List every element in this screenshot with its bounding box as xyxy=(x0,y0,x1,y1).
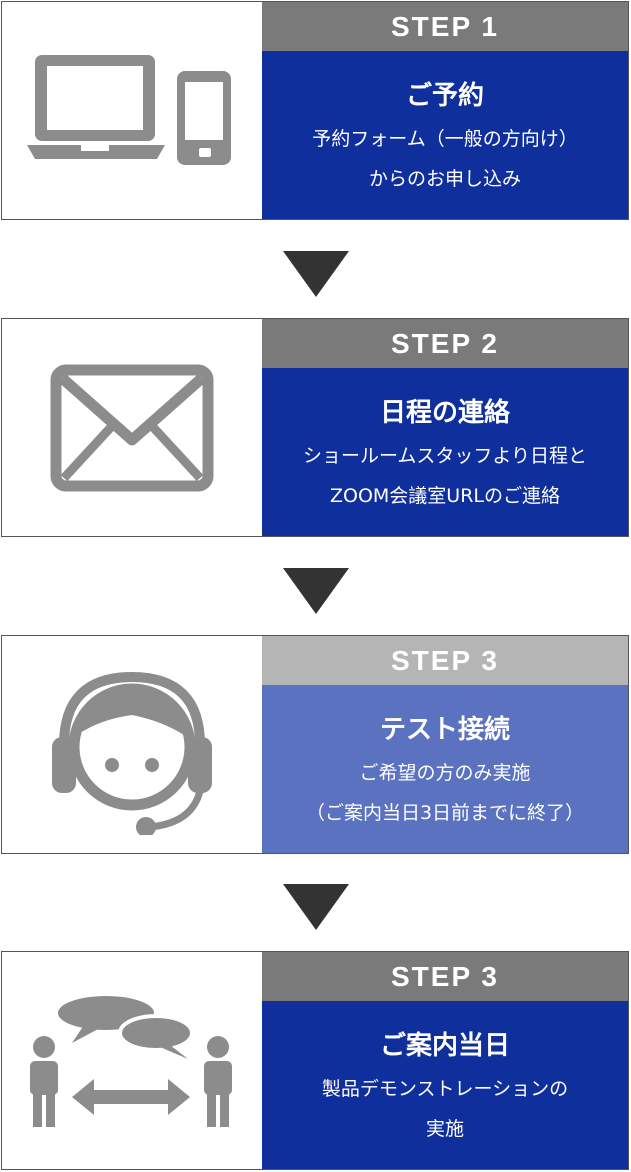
step-body: ご案内当日 製品デモンストレーションの 実施 xyxy=(262,1001,628,1169)
step-icon-area xyxy=(2,952,262,1169)
step-panel: STEP 3 ご案内当日 製品デモンストレーションの 実施 xyxy=(262,952,628,1169)
step-icon-area xyxy=(2,2,262,219)
step-desc-line-1: ショールームスタッフより日程と xyxy=(302,445,588,467)
step-header: STEP 3 xyxy=(262,636,628,685)
down-arrow-icon xyxy=(283,251,349,297)
step-desc-line-2: （ご案内当日3日前までに終了） xyxy=(305,802,585,824)
step-icon-area xyxy=(2,319,262,536)
down-arrow-icon xyxy=(283,568,349,614)
step-card-3: STEP 3 テスト接続 ご希望の方のみ実施 （ご案内当日3日前までに終了） xyxy=(1,635,629,854)
step-desc-line-1: ご希望の方のみ実施 xyxy=(359,762,531,784)
step-card-4: STEP 3 ご案内当日 製品デモンストレーションの 実施 xyxy=(1,951,629,1170)
step-header: STEP 2 xyxy=(262,319,628,368)
step-card-1: STEP 1 ご予約 予約フォーム（一般の方向け） からのお申し込み xyxy=(1,1,629,220)
envelope-icon xyxy=(50,364,214,491)
step-body: 日程の連絡 ショールームスタッフより日程と ZOOM会議室URLのご連絡 xyxy=(262,368,628,536)
step-desc-line-2: ZOOM会議室URLのご連絡 xyxy=(329,485,560,507)
step-desc-line-1: 予約フォーム（一般の方向け） xyxy=(312,128,578,150)
step-desc-line-2: 実施 xyxy=(425,1118,464,1140)
headset-person-icon xyxy=(52,671,212,835)
step-card-2: STEP 2 日程の連絡 ショールームスタッフより日程と ZOOM会議室URLの… xyxy=(1,318,629,537)
step-desc-line-2: からのお申し込み xyxy=(368,168,521,190)
step-panel: STEP 3 テスト接続 ご希望の方のみ実施 （ご案内当日3日前までに終了） xyxy=(262,636,628,853)
step-header: STEP 1 xyxy=(262,2,628,51)
step-title: ご予約 xyxy=(405,81,484,111)
step-body: ご予約 予約フォーム（一般の方向け） からのお申し込み xyxy=(262,51,628,219)
step-panel: STEP 2 日程の連絡 ショールームスタッフより日程と ZOOM会議室URLの… xyxy=(262,319,628,536)
step-body: テスト接続 ご希望の方のみ実施 （ご案内当日3日前までに終了） xyxy=(262,685,628,853)
step-title: ご案内当日 xyxy=(379,1031,510,1061)
down-arrow-icon xyxy=(283,884,349,930)
conversation-people-icon xyxy=(30,995,232,1127)
step-header: STEP 3 xyxy=(262,952,628,1001)
step-icon-area xyxy=(2,636,262,853)
laptop-phone-icon xyxy=(27,54,231,165)
step-desc-line-1: 製品デモンストレーションの xyxy=(321,1078,569,1100)
step-panel: STEP 1 ご予約 予約フォーム（一般の方向け） からのお申し込み xyxy=(262,2,628,219)
step-title: 日程の連絡 xyxy=(379,398,510,428)
step-title: テスト接続 xyxy=(379,715,510,745)
